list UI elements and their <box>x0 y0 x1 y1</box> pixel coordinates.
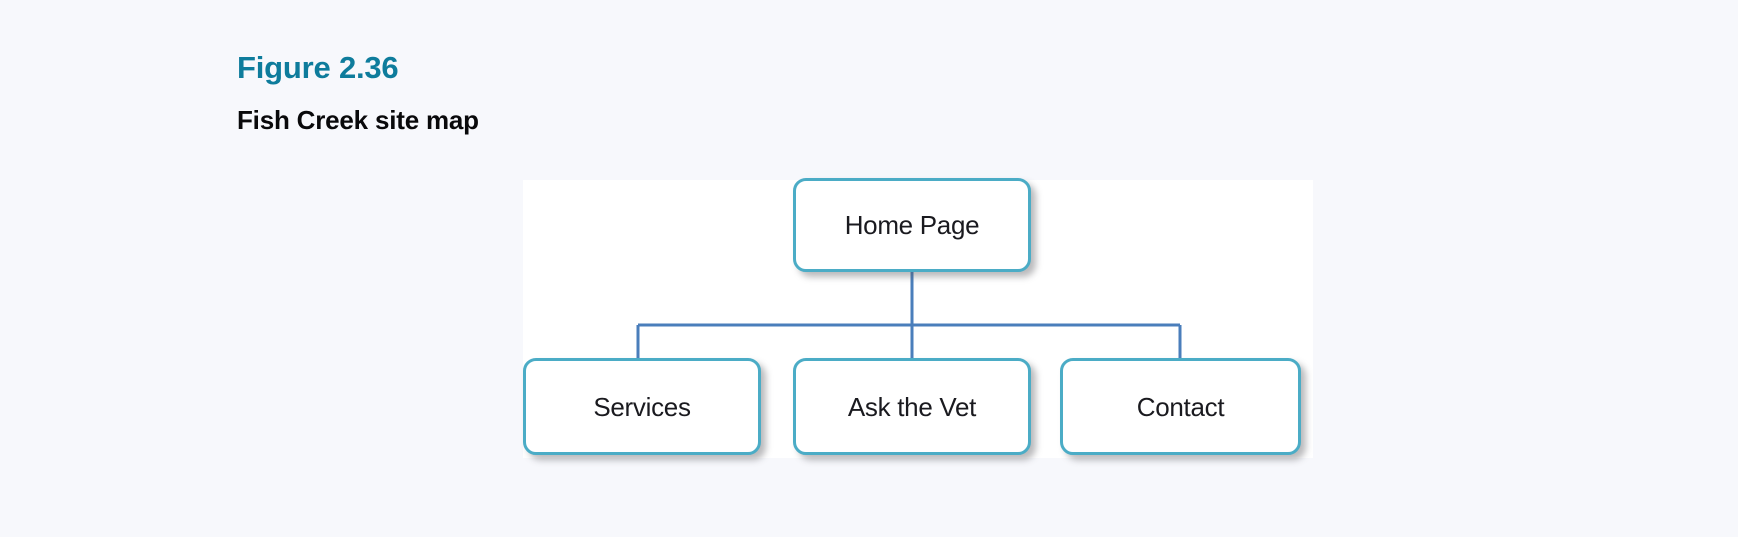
node-home-page[interactable]: Home Page <box>793 178 1031 272</box>
node-services[interactable]: Services <box>523 358 761 455</box>
node-home-page-label: Home Page <box>844 210 980 240</box>
node-contact-label: Contact <box>1136 391 1225 422</box>
connector-lines <box>636 272 1182 360</box>
node-contact[interactable]: Contact <box>1060 358 1301 455</box>
site-map-diagram-panel: Home Page Services Ask the Vet Contact <box>523 178 1313 458</box>
node-services-label: Services <box>593 391 691 422</box>
node-ask-the-vet-label: Ask the Vet <box>847 391 977 422</box>
figure-number-label: Figure 2.36 <box>237 50 399 85</box>
figure-caption: Fish Creek site map <box>237 105 479 135</box>
node-ask-the-vet[interactable]: Ask the Vet <box>793 358 1031 455</box>
